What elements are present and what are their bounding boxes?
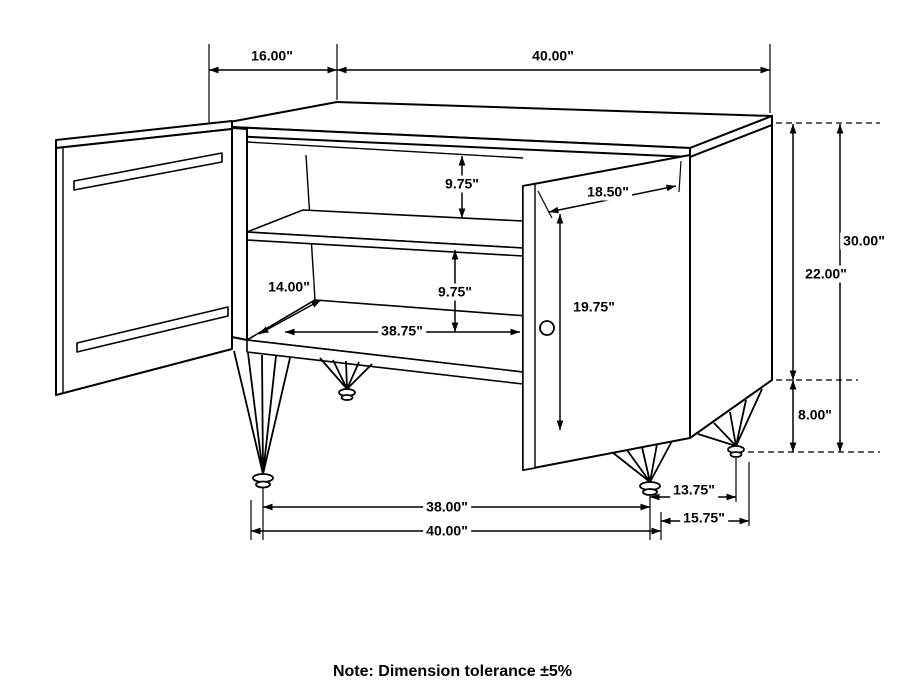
door-knob (539, 320, 555, 336)
door-handle-lower (76, 306, 229, 353)
tolerance-note: Note: Dimension tolerance ±5% (332, 663, 573, 680)
dim-label-door-width: 18.50" (584, 183, 632, 201)
dim-label-interior-depth: 14.00" (265, 278, 313, 296)
dim-label-front-feet-span: 38.00" (423, 498, 471, 516)
leg-back-right (697, 388, 763, 458)
leg-front-right (611, 440, 673, 496)
leg-front-left (233, 350, 291, 489)
dim-label-interior-width: 38.75" (378, 322, 426, 340)
dim-label-door-height: 19.75" (570, 298, 618, 316)
leg-back-left (319, 357, 373, 401)
bottom-extension-lines (250, 458, 750, 540)
dim-label-base-width: 40.00" (423, 522, 471, 540)
dim-label-side-feet-span: 13.75" (670, 481, 718, 499)
dim-label-top-depth: 16.00" (248, 47, 296, 65)
dim-label-lower-shelf-gap: 9.75" (435, 283, 475, 301)
cabinet-front-left-stile (231, 127, 248, 341)
cabinet-right-side-panel (689, 124, 773, 439)
cabinet-interior (246, 141, 541, 385)
hairpin-legs (233, 350, 763, 496)
dimension-line-interior-depth (258, 299, 322, 335)
dim-label-leg-height: 8.00" (795, 406, 835, 424)
dim-label-overall-height: 30.00" (840, 232, 888, 250)
door-handle-upper (73, 152, 223, 191)
dim-label-top-width: 40.00" (529, 47, 577, 65)
dim-label-body-height: 22.00" (802, 265, 850, 283)
dim-label-base-depth: 15.75" (680, 509, 728, 527)
open-left-door (55, 120, 233, 396)
dim-label-upper-shelf-gap: 9.75" (442, 175, 482, 193)
